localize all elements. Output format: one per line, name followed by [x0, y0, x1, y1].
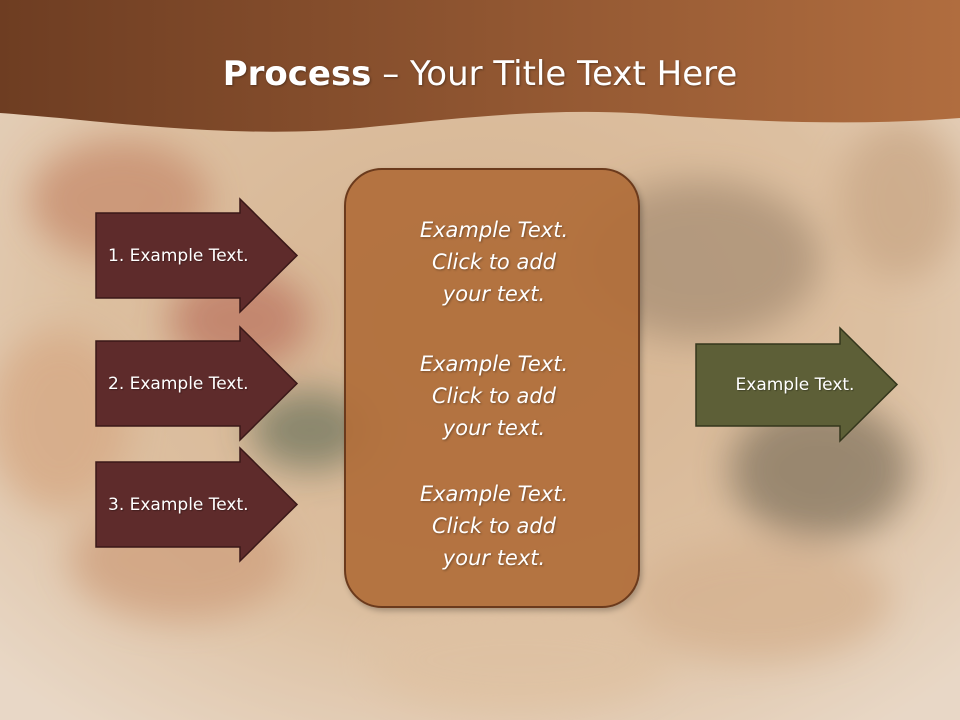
block-line: your text.	[442, 416, 546, 440]
step-arrow-3[interactable]: 3. Example Text.	[95, 446, 299, 563]
title-regular-text: – Your Title Text Here	[371, 54, 738, 94]
step-arrow-2[interactable]: 2. Example Text.	[95, 325, 299, 442]
block-line: Click to add	[431, 250, 556, 274]
result-arrow[interactable]: Example Text.	[695, 326, 899, 443]
center-text-block-1: Example Text. Click to add your text.	[346, 214, 642, 310]
center-text-box[interactable]: Example Text. Click to add your text. Ex…	[344, 168, 640, 608]
right-arrow-shape	[95, 325, 299, 442]
block-line: Example Text.	[419, 352, 569, 376]
block-line: Click to add	[431, 384, 556, 408]
block-line: Example Text.	[419, 218, 569, 242]
header-band	[0, 0, 960, 132]
slide-title: Process – Your Title Text Here	[0, 52, 960, 96]
step-label-3: 3. Example Text.	[108, 494, 249, 515]
step-arrow-1[interactable]: 1. Example Text.	[95, 197, 299, 314]
step-label-1: 1. Example Text.	[108, 245, 249, 266]
block-line: your text.	[442, 546, 546, 570]
block-line: your text.	[442, 282, 546, 306]
result-label: Example Text.	[735, 375, 855, 395]
step-label-2: 2. Example Text.	[108, 373, 249, 394]
title-bold-text: Process	[222, 54, 372, 94]
right-arrow-shape	[695, 326, 899, 443]
right-arrow-shape	[95, 197, 299, 314]
right-arrow-shape	[95, 446, 299, 563]
center-text-block-3: Example Text. Click to add your text.	[346, 478, 642, 574]
block-line: Example Text.	[419, 482, 569, 506]
block-line: Click to add	[431, 514, 556, 538]
center-text-block-2: Example Text. Click to add your text.	[346, 348, 642, 444]
